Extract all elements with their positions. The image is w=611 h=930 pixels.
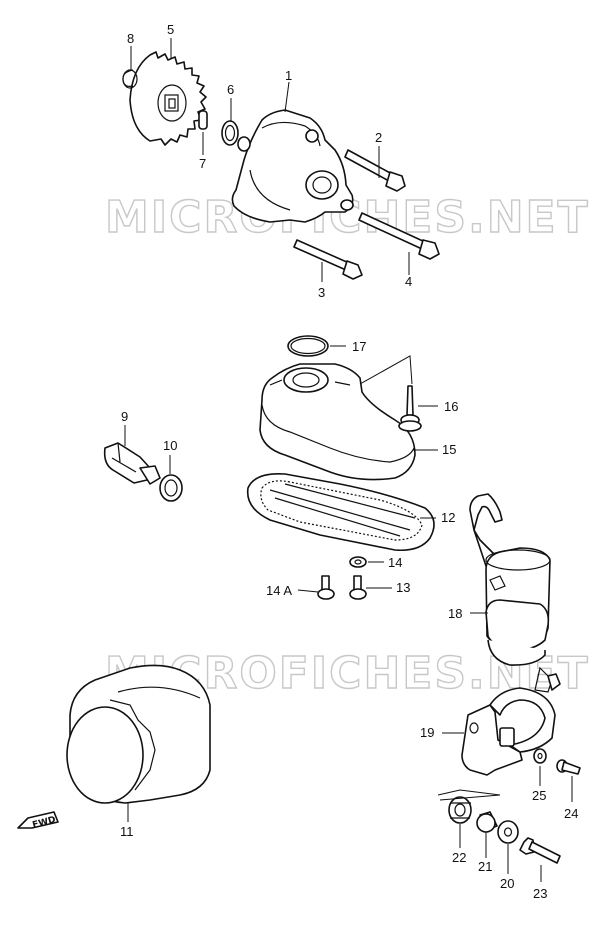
label-part-6: 6	[227, 82, 234, 97]
label-part-4: 4	[405, 274, 412, 289]
part-17-o-ring	[287, 335, 329, 357]
part-10-gasket	[159, 474, 183, 502]
part-16-bolt	[398, 385, 422, 432]
part-6-o-ring	[221, 120, 239, 146]
label-part-10: 10	[163, 438, 177, 453]
part-15-oil-pan	[259, 363, 416, 481]
part-12-strainer	[246, 472, 435, 552]
part-22-grommet	[448, 796, 472, 824]
label-part-21: 21	[478, 859, 492, 874]
part-14a-bolt	[317, 575, 335, 600]
label-part-12: 12	[441, 510, 455, 525]
fwd-direction-arrow: FWD	[17, 811, 59, 831]
label-part-19: 19	[420, 725, 434, 740]
label-part-5: 5	[167, 22, 174, 37]
leader-lines	[124, 38, 573, 882]
part-19-bracket	[461, 687, 556, 776]
label-part-1: 1	[285, 68, 292, 83]
part-8-circlip	[122, 69, 138, 89]
label-part-14a: 14 A	[266, 583, 292, 598]
label-part-15: 15	[442, 442, 456, 457]
part-21-collar	[476, 811, 498, 833]
part-24-screw	[556, 759, 581, 775]
part-1-oil-pump	[231, 109, 354, 223]
part-7-pin	[198, 110, 208, 130]
part-5-gear	[129, 51, 207, 146]
label-part-25: 25	[532, 788, 546, 803]
label-part-23: 23	[533, 886, 547, 901]
part-3-bolt	[293, 239, 363, 280]
label-part-22: 22	[452, 850, 466, 865]
label-part-14: 14	[388, 555, 402, 570]
label-part-18: 18	[448, 606, 462, 621]
label-part-3: 3	[318, 285, 325, 300]
label-part-13: 13	[396, 580, 410, 595]
label-part-17: 17	[352, 339, 366, 354]
label-part-9: 9	[121, 409, 128, 424]
label-part-11: 11	[120, 824, 134, 839]
part-9-union	[103, 442, 161, 485]
part-2-bolt	[344, 149, 406, 192]
part-25-washer	[533, 748, 547, 764]
label-part-20: 20	[500, 876, 514, 891]
part-11-oil-filter	[66, 664, 211, 804]
part-23-bolt	[519, 837, 561, 864]
label-part-7: 7	[199, 156, 206, 171]
label-part-8: 8	[127, 31, 134, 46]
part-4-long-bolt	[358, 212, 440, 260]
label-part-2: 2	[375, 130, 382, 145]
part-labels: 1 2 3 4 5 6 7 8 9 10 11 12 13 14 14 A 15…	[120, 22, 578, 901]
part-20-washer	[497, 820, 519, 844]
label-part-16: 16	[444, 399, 458, 414]
part-18-fuel-unit	[469, 493, 561, 693]
label-part-24: 24	[564, 806, 578, 821]
part-13-bolt	[349, 575, 367, 600]
part-14-washer	[349, 556, 367, 568]
